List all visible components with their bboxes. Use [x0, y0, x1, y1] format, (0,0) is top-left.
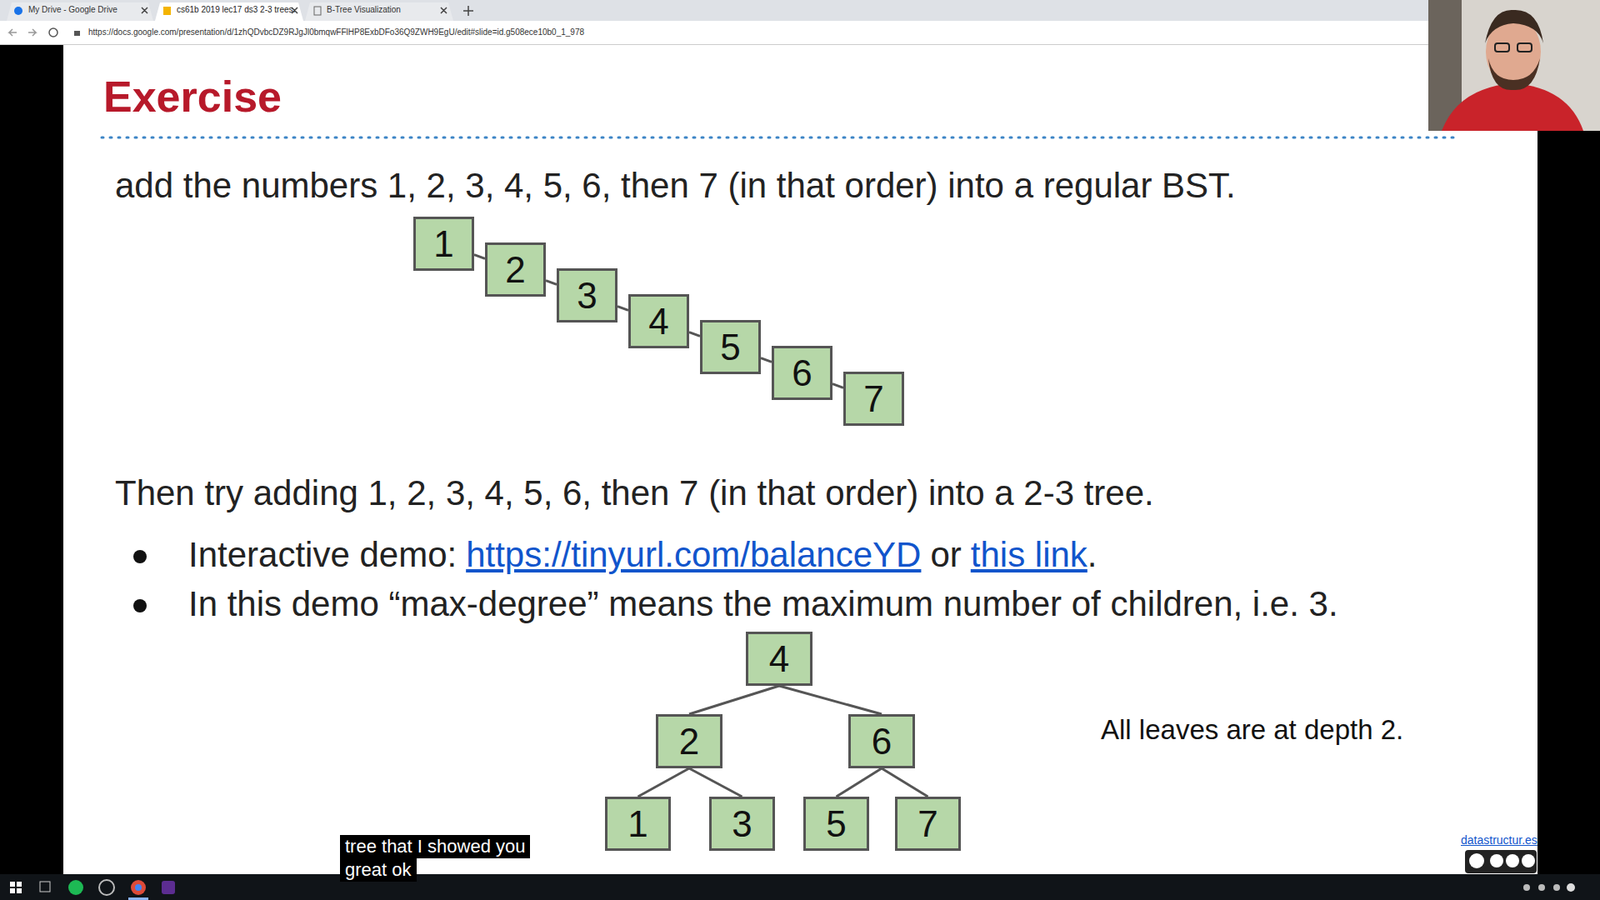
page-icon — [314, 6, 321, 15]
note-text: All leaves are at depth 2. — [1100, 714, 1404, 746]
url-text: https://docs.google.com/presentation/d/1… — [88, 27, 585, 37]
tree-edge — [836, 768, 883, 797]
taskbar — [0, 874, 1600, 900]
edge-line — [638, 768, 690, 797]
bst-node: 1 — [413, 216, 475, 271]
bullet-text: or — [930, 535, 961, 575]
edge-line — [689, 332, 700, 337]
inactive-tab — [305, 2, 454, 21]
drive-icon — [14, 6, 23, 15]
tree-node: 5 — [803, 796, 870, 851]
tree-edge — [779, 685, 882, 715]
lock-icon — [74, 30, 80, 36]
nav-icons — [9, 29, 36, 36]
new-tab-icon — [463, 5, 474, 16]
bst-node: 5 — [700, 320, 761, 375]
node-label: 5 — [720, 329, 740, 366]
tab-title: cs61b 2019 lec17 ds3 2-3 trees. — [176, 5, 295, 15]
tree-edge — [881, 768, 929, 797]
reload-icon — [49, 28, 58, 37]
body-text: add the numbers 1, 2, 3, 4, 5, 6, then 7… — [115, 165, 1236, 206]
tree-edge — [689, 332, 700, 337]
tree-edge — [689, 685, 780, 715]
edge-line — [474, 255, 485, 260]
bullet-text: In this demo “max-degree” means the maxi… — [188, 584, 1339, 625]
tree-node: 3 — [709, 796, 775, 851]
license-badge — [1465, 850, 1537, 874]
edge-line — [832, 384, 844, 389]
node-label: 3 — [731, 805, 752, 843]
bullet-line: Interactive demo:https://tinyurl.com/bal… — [188, 535, 1098, 575]
edge-line — [836, 768, 883, 797]
webcam-feed — [1428, 0, 1600, 131]
node-label: 4 — [648, 303, 669, 340]
edge-line — [779, 685, 882, 715]
body-text: Then try adding 1, 2, 3, 4, 5, 6, then 7… — [115, 473, 1155, 514]
tree-edge — [617, 306, 629, 311]
node-label: 3 — [576, 277, 597, 315]
tree-edge — [832, 384, 844, 389]
edge-line — [760, 358, 772, 363]
video-caption: great ok — [340, 858, 417, 882]
bst-node: 3 — [556, 268, 618, 323]
node-label: 7 — [917, 805, 938, 843]
tree-edge — [638, 768, 690, 797]
tab-title: My Drive - Google Drive — [28, 5, 118, 15]
node-label: 5 — [825, 805, 846, 843]
edge-line — [881, 768, 929, 797]
tree-edge — [474, 255, 485, 260]
node-label: 1 — [627, 805, 648, 843]
bst-node: 6 — [771, 345, 833, 400]
tree-node: 7 — [895, 796, 961, 851]
tab-title: B-Tree Visualization — [326, 5, 401, 15]
node-label: 6 — [871, 723, 892, 760]
bst-node: 7 — [843, 371, 905, 426]
title-rule — [101, 136, 1460, 140]
bullet-dot — [133, 599, 147, 613]
tree-edge — [760, 358, 772, 363]
bullet-text: . — [1087, 535, 1098, 575]
credit-link: datastructur.es — [1460, 833, 1538, 847]
node-label: 2 — [505, 251, 525, 289]
node-label: 4 — [769, 640, 790, 678]
inactive-tab — [6, 2, 154, 21]
tree-node: 1 — [605, 796, 671, 851]
slide-title: Exercise — [103, 71, 282, 122]
link-text: this link — [970, 535, 1088, 575]
node-label: 7 — [863, 380, 884, 418]
tree-node: 2 — [655, 714, 723, 769]
node-label: 1 — [433, 225, 454, 263]
bullet-text: Interactive demo: — [188, 535, 457, 575]
edge-line — [689, 685, 780, 715]
tree-edge — [689, 768, 743, 797]
bst-node: 2 — [485, 242, 546, 297]
active-tab — [155, 2, 304, 21]
tree-node: 6 — [848, 714, 915, 769]
node-label: 2 — [679, 723, 700, 760]
tree-node: 4 — [745, 631, 813, 686]
video-caption: tree that I showed you — [340, 835, 530, 859]
edge-line — [689, 768, 743, 797]
slides-icon — [163, 6, 171, 15]
node-label: 6 — [791, 355, 812, 392]
bullet-dot — [133, 550, 147, 564]
tree-edge — [545, 280, 557, 285]
edge-line — [545, 280, 557, 285]
link-text: https://tinyurl.com/balanceYD — [465, 535, 921, 575]
edge-line — [617, 306, 629, 311]
bst-node: 4 — [628, 294, 690, 349]
